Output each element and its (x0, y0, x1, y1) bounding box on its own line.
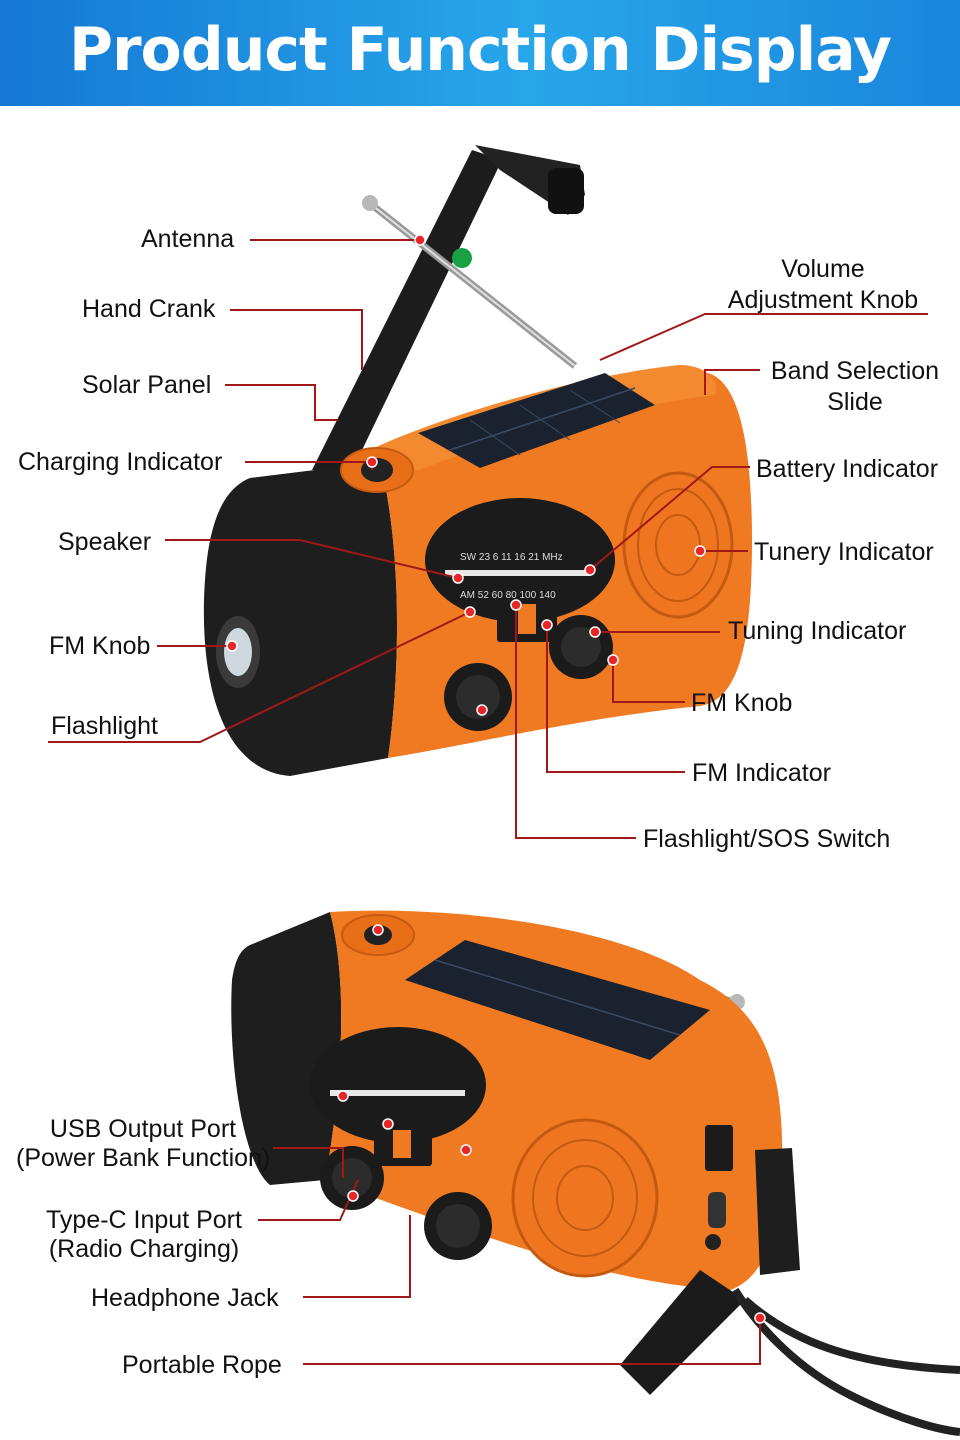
label-hand-crank: Hand Crank (82, 295, 216, 323)
label-flashlight: Flashlight (51, 712, 158, 740)
header-banner: Product Function Display (0, 0, 960, 106)
solar-panel-graphic (418, 373, 655, 468)
label-fm-knob-right: FM Knob (691, 689, 793, 717)
label-typec-input: Type-C Input Port (Radio Charging) (36, 1206, 252, 1263)
antenna-graphic (362, 195, 578, 369)
label-volume-knob-line2: Adjustment Knob (727, 286, 919, 314)
label-tunery-indicator: Tunery Indicator (754, 538, 934, 566)
svg-text:SW 23 6 11 16 21 MHz: SW 23 6 11 16 21 MHz (460, 552, 563, 563)
hand-crank-graphic (312, 145, 585, 475)
label-typec-line1: Type-C Input Port (46, 1206, 242, 1234)
label-band-slide-line2: Slide (827, 388, 883, 416)
callout-dots (226, 234, 766, 1324)
label-volume-knob-line1: Volume (781, 255, 865, 283)
radio-bottom-view (231, 910, 960, 1436)
label-typec-line2: (Radio Charging) (48, 1235, 240, 1263)
label-headphone-jack: Headphone Jack (91, 1284, 279, 1312)
label-speaker: Speaker (58, 528, 152, 556)
label-solar-panel: Solar Panel (82, 371, 212, 399)
label-sos-switch: Flashlight/SOS Switch (643, 825, 891, 853)
label-charging-indicator: Charging Indicator (18, 448, 223, 476)
label-antenna: Antenna (141, 225, 235, 253)
svg-text:AM 52 60 80 100 140: AM 52 60 80 100 140 (460, 590, 556, 601)
label-usb-output: USB Output Port (Power Bank Function) (16, 1115, 270, 1172)
label-portable-rope: Portable Rope (122, 1351, 282, 1379)
label-battery-indicator: Battery Indicator (756, 455, 939, 483)
label-volume-knob: Volume Adjustment Knob (715, 255, 931, 314)
label-usb-line1: USB Output Port (49, 1115, 237, 1143)
page-title: Product Function Display (68, 15, 892, 85)
radio-top-view: SW 23 6 11 16 21 MHz AM 52 60 80 100 140 (203, 145, 752, 776)
label-usb-line2: (Power Bank Function) (16, 1144, 271, 1172)
label-tuning-indicator: Tuning Indicator (728, 617, 907, 645)
label-band-slide: Band Selection Slide (765, 357, 945, 416)
label-fm-knob-left: FM Knob (49, 632, 151, 660)
label-fm-indicator: FM Indicator (692, 759, 831, 787)
label-band-slide-line1: Band Selection (770, 357, 940, 385)
